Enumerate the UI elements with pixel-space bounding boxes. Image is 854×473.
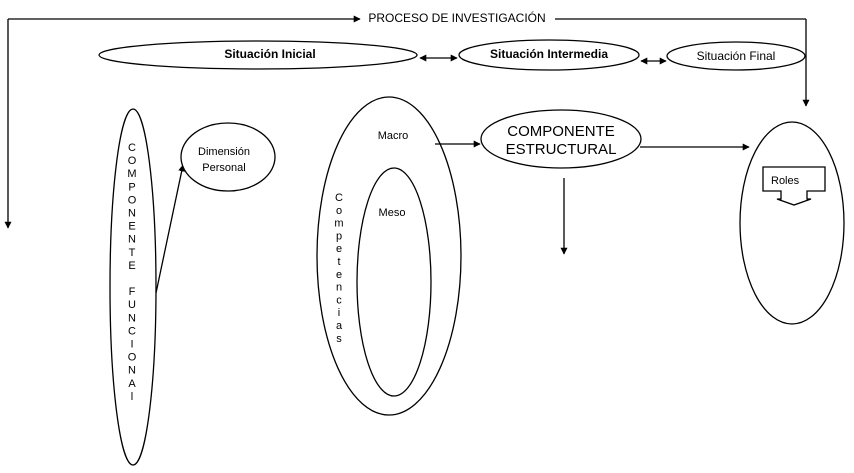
situacion-intermedia-ellipse: [458, 39, 640, 71]
componente-estructural-line-1: COMPONENTE: [507, 123, 615, 140]
meso-inner-ellipse: [356, 167, 432, 397]
componente-estructural-ellipse: [480, 109, 642, 169]
componente-estructural-line-2: ESTRUCTURAL: [506, 141, 617, 158]
dimension-personal-line-2: Personal: [202, 162, 245, 174]
dimension-personal-ellipse: [180, 122, 276, 192]
situacion-intermedia-label: Situación Intermedia: [490, 47, 608, 61]
research-process-bracket: PROCESO DE INVESTIGACIÓN: [4, 10, 810, 229]
situacion-inicial-label: Situación Inicial: [224, 47, 315, 61]
situacion-final-ellipse: [666, 41, 806, 71]
dimension-personal-line-1: Dimensión: [198, 146, 250, 158]
roles-label: Roles: [771, 175, 800, 187]
roles-callout-box: [762, 166, 826, 206]
roles-ellipse: [739, 121, 845, 325]
process-title: PROCESO DE INVESTIGACIÓN: [368, 10, 545, 25]
situacion-inicial-ellipse: [98, 40, 418, 70]
arrow-funcional-dimension: [155, 164, 186, 294]
meso-label: Meso: [379, 207, 406, 219]
componente-funcional-ellipse: [109, 108, 157, 466]
macro-label: Macro: [378, 130, 409, 142]
situacion-final-label: Situación Final: [697, 49, 776, 63]
